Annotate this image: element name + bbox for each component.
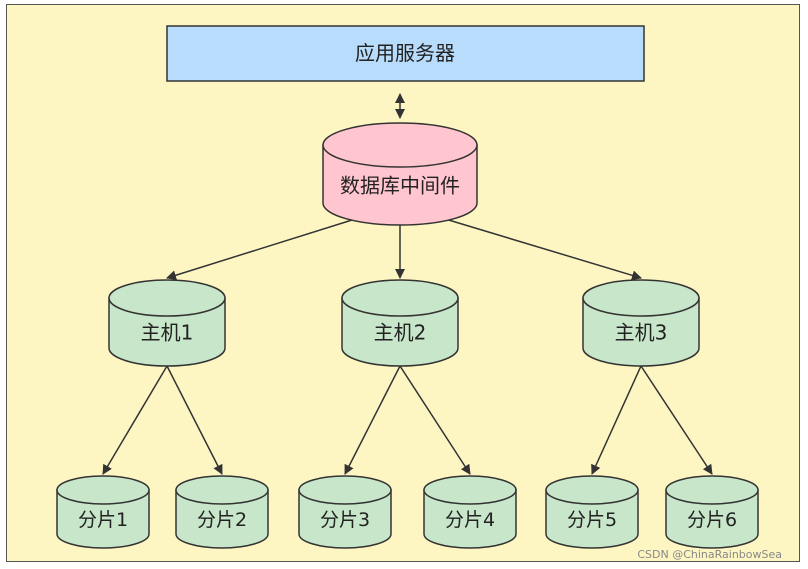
shard-node-3-body	[298, 489, 392, 549]
shard-node-1-top	[56, 475, 150, 505]
shard-node-4: 分片4	[423, 475, 517, 549]
host-node-1-label: 主机1	[141, 321, 194, 345]
shard-node-2-body	[175, 489, 269, 549]
connector-lines	[102, 93, 713, 475]
shard-node-5-body	[545, 489, 639, 549]
shard-node-4-body	[423, 489, 517, 549]
shard-node-2-label: 分片2	[197, 509, 247, 531]
shard-node-3-label: 分片3	[320, 509, 370, 531]
host-node-3: 主机3	[582, 279, 700, 367]
shard-node-3-top	[298, 475, 392, 505]
host-node-2-body	[341, 297, 459, 367]
host1-shard1-arrow	[102, 365, 168, 475]
shard-node-6-top	[665, 475, 759, 505]
shard-node-1: 分片1	[56, 475, 150, 549]
host3-shard5-arrow	[591, 365, 642, 475]
middleware-host3-arrow	[431, 214, 642, 281]
host2-shard4-arrow	[399, 365, 471, 475]
shard-node-5-label: 分片5	[567, 509, 617, 531]
shard-node-4-top	[423, 475, 517, 505]
host-node-2: 主机2	[341, 279, 459, 367]
middleware-node-body	[322, 144, 478, 226]
shard-node-1-body	[56, 489, 150, 549]
middleware-node-label: 数据库中间件	[340, 174, 460, 198]
app-server-node: 应用服务器	[166, 25, 645, 82]
middleware-host1-arrow	[166, 214, 369, 281]
middleware-node: 数据库中间件	[322, 122, 478, 226]
host-node-2-top	[341, 279, 459, 317]
shard-node-6-label: 分片6	[687, 509, 737, 531]
shard-node-6: 分片6	[665, 475, 759, 549]
watermark: CSDN @ChinaRainbowSea	[637, 548, 782, 561]
shard-node-5-top	[545, 475, 639, 505]
host2-shard3-arrow	[344, 365, 401, 475]
host-node-1: 主机1	[108, 279, 226, 367]
host-node-1-body	[108, 297, 226, 367]
shard-node-2: 分片2	[175, 475, 269, 549]
shard-node-2-top	[175, 475, 269, 505]
app-server-label: 应用服务器	[355, 41, 455, 65]
host-node-1-top	[108, 279, 226, 317]
host1-shard2-arrow	[166, 365, 223, 475]
shard-node-4-label: 分片4	[445, 509, 495, 531]
app-server-box	[166, 25, 645, 82]
host-node-3-label: 主机3	[615, 321, 668, 345]
host-node-3-body	[582, 297, 700, 367]
shard-node-6-body	[665, 489, 759, 549]
shard-node-5: 分片5	[545, 475, 639, 549]
host3-shard6-arrow	[640, 365, 713, 475]
middleware-node-top	[322, 122, 478, 168]
host-node-3-top	[582, 279, 700, 317]
shard-node-3: 分片3	[298, 475, 392, 549]
host-node-2-label: 主机2	[374, 321, 427, 345]
shard-node-1-label: 分片1	[78, 509, 128, 531]
